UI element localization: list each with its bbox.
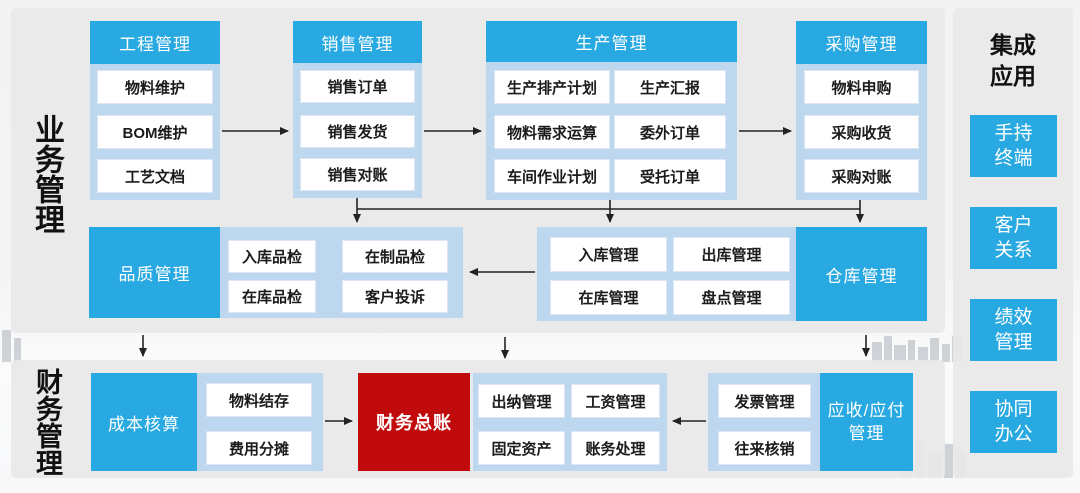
quality-item: 客户投诉 [342,280,448,313]
general-ledger-block: 财务总账 [358,373,470,471]
receivables-group: 发票管理 往来核销 应收/应付 管理 [708,373,913,471]
purchasing-group: 采购管理 物料申购 采购收货 采购对账 [796,21,927,200]
purchasing-item: 采购收货 [804,115,919,149]
warehouse-group: 入库管理 出库管理 在库管理 盘点管理 仓库管理 [537,227,927,321]
engineering-group: 工程管理 物料维护 BOM维护 工艺文档 [90,21,220,200]
production-item: 受托订单 [614,159,726,193]
quality-item: 入库品检 [228,240,316,273]
engineering-item: 物料维护 [97,70,213,104]
integration-panel: 集成 应用 手持 终端 客户 关系 绩效 管理 协同 办公 [953,8,1073,478]
receivables-title-block: 应收/应付 管理 [820,373,913,471]
integration-item-crm: 客户 关系 [970,207,1057,269]
engineering-header: 工程管理 [90,21,220,64]
integration-title: 集成 应用 [990,32,1036,89]
warehouse-item: 入库管理 [550,237,667,272]
sales-item: 销售订单 [300,70,415,103]
receivables-item: 发票管理 [718,384,811,418]
warehouse-item: 出库管理 [673,237,790,272]
quality-title-block: 品质管理 [89,227,220,318]
cost-item: 物料结存 [206,383,312,417]
treasury-item: 固定资产 [478,431,565,465]
sales-item: 销售对账 [300,158,415,191]
integration-item-handheld: 手持 终端 [970,115,1057,177]
cost-group: 成本核算 物料结存 费用分摊 [91,373,323,471]
business-section-label: 业务管理 [30,114,63,234]
purchasing-header: 采购管理 [796,21,927,64]
integration-item-oa: 协同 办公 [970,391,1057,453]
warehouse-title-block: 仓库管理 [796,227,927,321]
treasury-item: 工资管理 [571,384,660,418]
engineering-item: 工艺文档 [97,159,213,193]
integration-item-performance: 绩效 管理 [970,299,1057,361]
sales-group: 销售管理 销售订单 销售发货 销售对账 [293,21,422,198]
quality-item: 在库品检 [228,280,316,313]
warehouse-item: 盘点管理 [673,280,790,315]
finance-section-label: 财务管理 [32,368,62,476]
treasury-item: 账务处理 [571,431,660,465]
production-item: 生产排产计划 [494,70,610,104]
purchasing-item: 采购对账 [804,159,919,193]
purchasing-item: 物料申购 [804,70,919,104]
quality-group: 品质管理 入库品检 在制品检 在库品检 客户投诉 [89,227,463,318]
engineering-item: BOM维护 [97,115,213,149]
sales-header: 销售管理 [293,21,422,63]
production-item: 车间作业计划 [494,159,610,193]
cost-item: 费用分摊 [206,431,312,465]
treasury-item: 出纳管理 [478,384,565,418]
production-header: 生产管理 [486,21,737,62]
quality-item: 在制品检 [342,240,448,273]
production-item: 委外订单 [614,115,726,149]
production-item: 物料需求运算 [494,115,610,149]
cost-title-block: 成本核算 [91,373,197,471]
treasury-group: 出纳管理 工资管理 固定资产 账务处理 [473,373,667,471]
production-group: 生产管理 生产排产计划 物料需求运算 车间作业计划 生产汇报 委外订单 受托订单 [486,21,737,200]
production-item: 生产汇报 [614,70,726,104]
receivables-item: 往来核销 [718,431,811,465]
warehouse-item: 在库管理 [550,280,667,315]
sales-item: 销售发货 [300,115,415,148]
